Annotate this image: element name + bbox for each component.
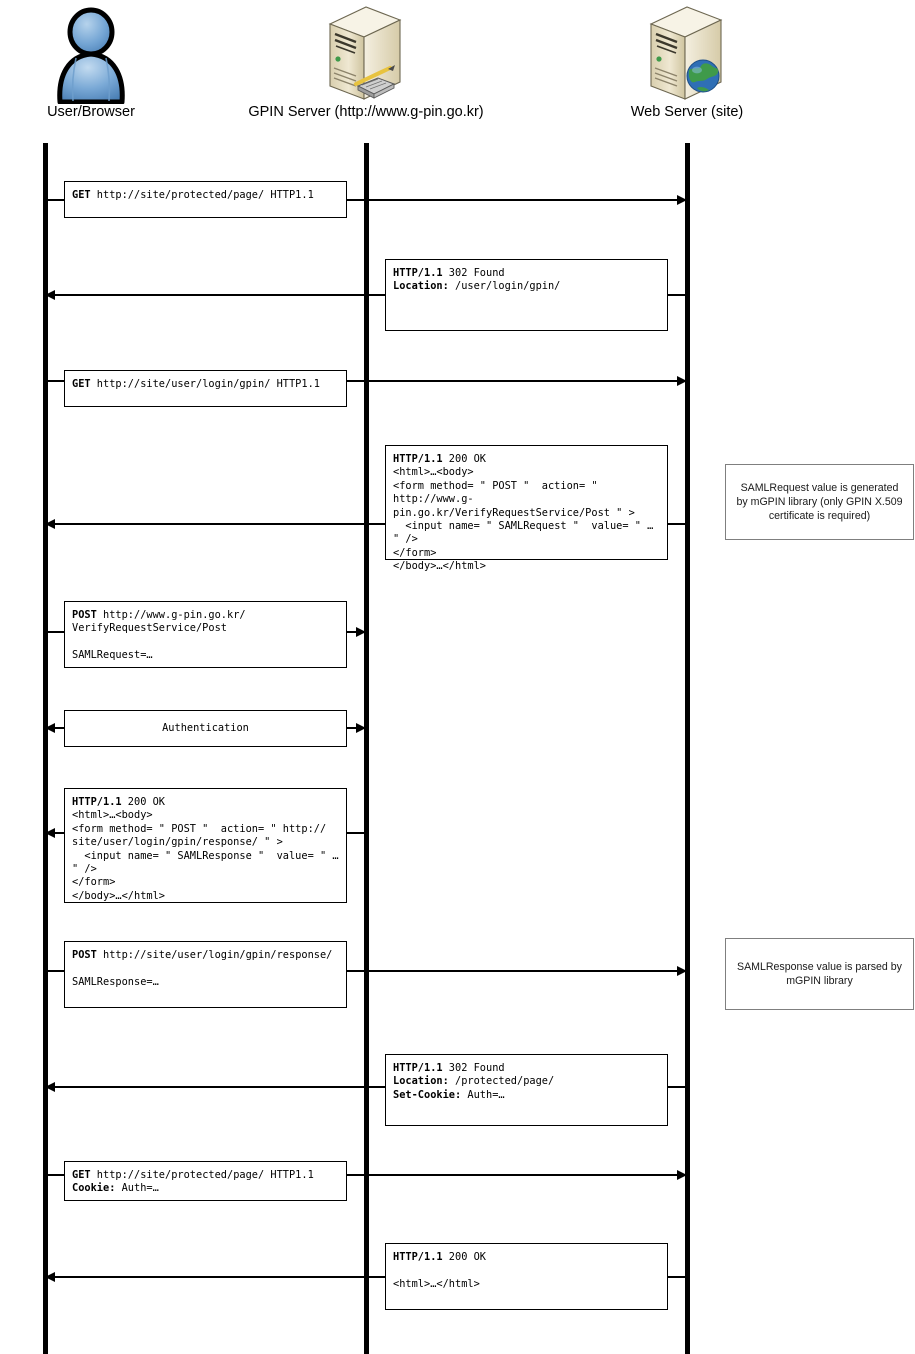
lifeline-user: [43, 143, 48, 1354]
server-tower-icon: [316, 4, 416, 104]
arrow-m11: [45, 1276, 687, 1278]
note-samlresponse-parsing-text: SAMLResponse value is parsed by mGPIN li…: [737, 961, 902, 987]
message-box-302-found-redirect-to-gpin-login[interactable]: HTTP/1.1 302 Found Location: /user/login…: [385, 259, 668, 331]
message-text: HTTP/1.1 200 OK <html>…</html>: [393, 1251, 487, 1290]
node-web-server-label: Web Server (site): [630, 104, 744, 120]
node-gpin-server: GPIN Server (http://www.g-pin.go.kr): [141, 4, 591, 120]
message-box-200-ok-samlrequest-form-page[interactable]: HTTP/1.1 200 OK <html>…<body> <form meth…: [385, 445, 668, 572]
message-text: HTTP/1.1 302 Found Location: /protected/…: [393, 1062, 555, 1101]
message-text: HTTP/1.1 200 OK <html>…<body> <form meth…: [393, 453, 660, 573]
message-box-post-samlrequest-to-gpin[interactable]: POST http://www.g-pin.go.kr/ VerifyReque…: [64, 601, 347, 668]
note-samlresponse-parsing: SAMLResponse value is parsed by mGPIN li…: [725, 938, 914, 1010]
message-text: GET http://site/user/login/gpin/ HTTP1.1: [72, 378, 320, 390]
arrowhead-m8: [677, 965, 687, 976]
arrow-m8: [45, 970, 687, 972]
node-user-browser-label: User/Browser: [47, 104, 135, 120]
globe-icon: [686, 59, 720, 93]
message-text: POST http://www.g-pin.go.kr/ VerifyReque…: [72, 609, 246, 662]
arrowhead-m6-right: [356, 722, 366, 733]
message-box-302-found-set-cookie-auth[interactable]: HTTP/1.1 302 Found Location: /protected/…: [385, 1054, 668, 1126]
message-box-authentication-exchange[interactable]: Authentication: [64, 710, 347, 747]
message-box-get-protected-page-request[interactable]: GET http://site/protected/page/ HTTP1.1: [64, 181, 347, 218]
arrowhead-m4: [45, 518, 55, 529]
node-gpin-server-label: GPIN Server (http://www.g-pin.go.kr): [248, 104, 484, 120]
arrowhead-m1: [677, 194, 687, 205]
message-text: GET http://site/protected/page/ HTTP1.1 …: [72, 1169, 314, 1195]
web-server-globe-icon: [637, 4, 737, 104]
message-box-get-protected-page-with-cookie[interactable]: GET http://site/protected/page/ HTTP1.1 …: [64, 1161, 347, 1201]
arrow-m10: [45, 1174, 687, 1176]
arrowhead-m3: [677, 375, 687, 386]
web-server-globe-svg: [649, 6, 723, 100]
user-avatar-icon: [46, 4, 136, 105]
message-text: HTTP/1.1 200 OK <html>…<body> <form meth…: [72, 796, 345, 902]
node-user-browser: User/Browser: [0, 4, 182, 120]
server-tower-svg: [328, 6, 402, 100]
node-web-server: Web Server (site): [552, 4, 822, 120]
arrowhead-m10: [677, 1169, 687, 1180]
note-samlrequest-generation-text: SAMLRequest value is generated by mGPIN …: [736, 482, 903, 522]
arrow-m2: [45, 294, 687, 296]
message-text: Authentication: [162, 721, 249, 734]
message-text: GET http://site/protected/page/ HTTP1.1: [72, 189, 314, 201]
message-text: POST http://site/user/login/gpin/respons…: [72, 949, 333, 988]
user-avatar-svg: [57, 7, 125, 105]
arrowhead-m7: [45, 827, 55, 838]
arrowhead-m5: [356, 626, 366, 637]
arrow-m1: [45, 199, 687, 201]
message-box-200-ok-samlresponse-form-page[interactable]: HTTP/1.1 200 OK <html>…<body> <form meth…: [64, 788, 347, 903]
arrowhead-m2: [45, 289, 55, 300]
arrow-m3: [45, 380, 687, 382]
message-text: HTTP/1.1 302 Found Location: /user/login…: [393, 267, 561, 293]
arrow-m9: [45, 1086, 687, 1088]
note-samlrequest-generation: SAMLRequest value is generated by mGPIN …: [725, 464, 914, 540]
arrowhead-m9: [45, 1081, 55, 1092]
arrowhead-m11: [45, 1271, 55, 1282]
message-box-200-ok-protected-page-content[interactable]: HTTP/1.1 200 OK <html>…</html>: [385, 1243, 668, 1310]
message-box-get-gpin-login-page-request[interactable]: GET http://site/user/login/gpin/ HTTP1.1: [64, 370, 347, 407]
lifeline-web: [685, 143, 690, 1354]
arrowhead-m6-left: [45, 722, 55, 733]
arrow-m4: [45, 523, 687, 525]
lifeline-gpin: [364, 143, 369, 1354]
message-box-post-samlresponse-to-site[interactable]: POST http://site/user/login/gpin/respons…: [64, 941, 347, 1008]
